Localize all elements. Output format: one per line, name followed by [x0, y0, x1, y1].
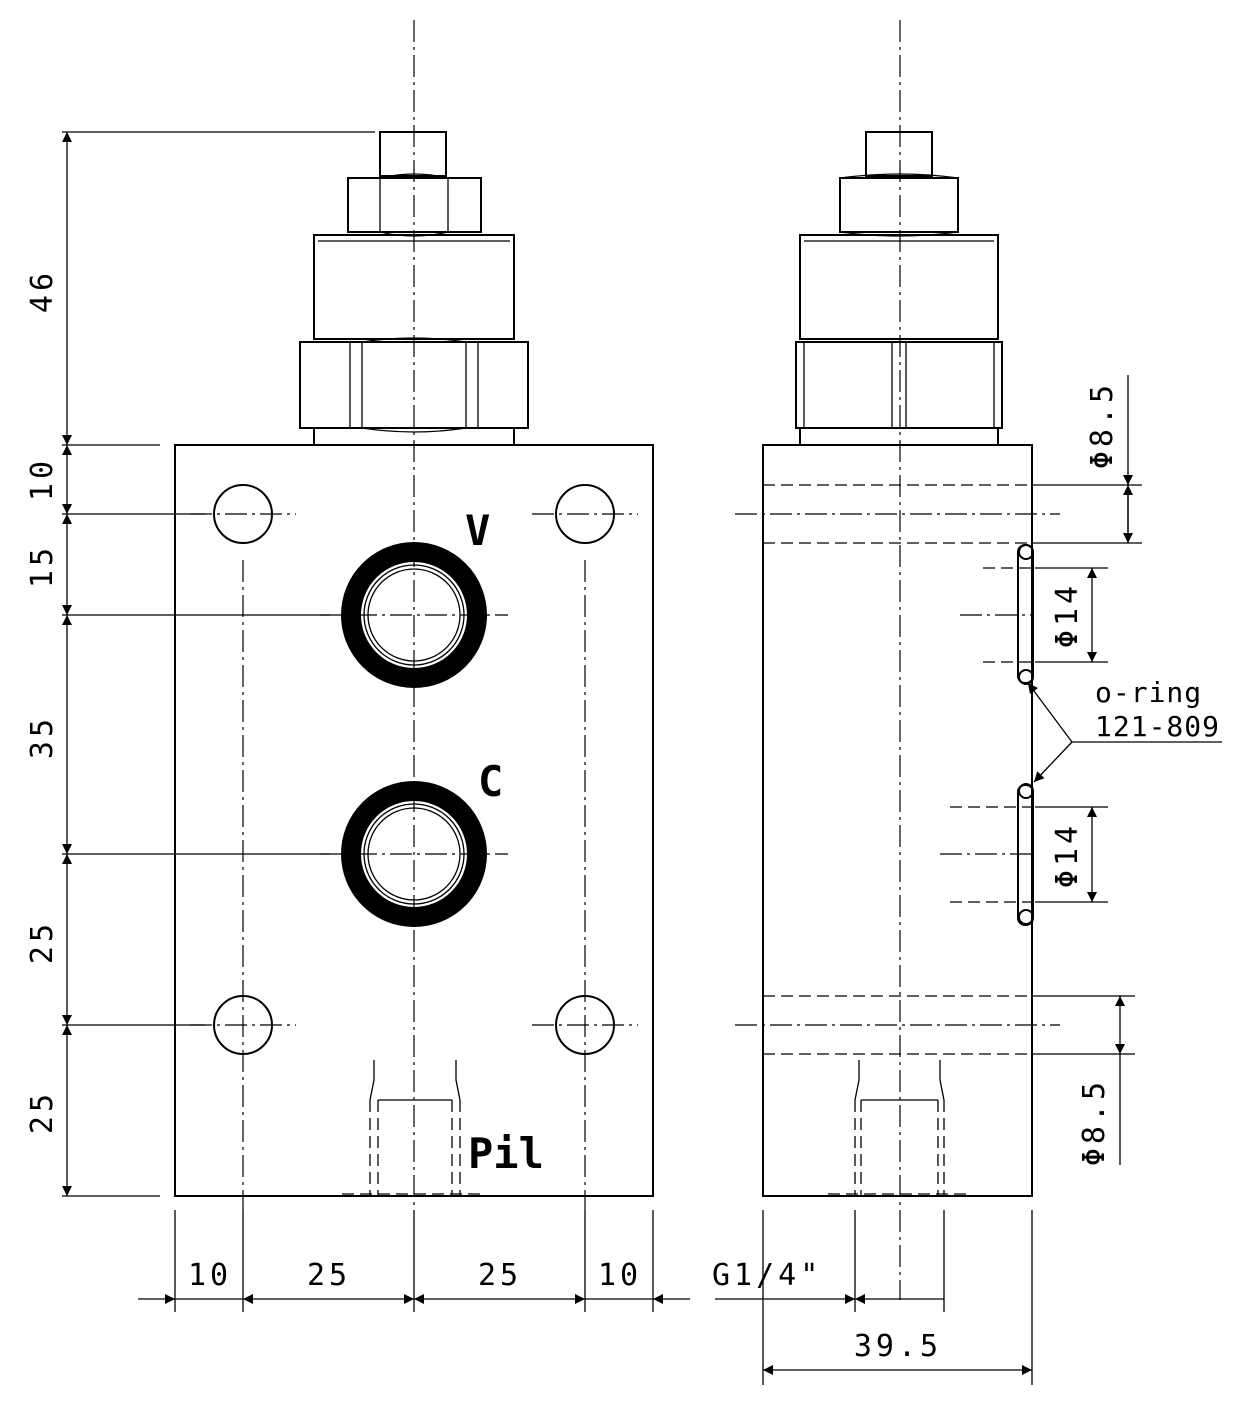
front-adjust-screw [379, 131, 447, 177]
dim-15: 15 [25, 544, 60, 588]
side-dim-oring-top: Φ14 [1035, 567, 1108, 663]
port-c [320, 781, 508, 927]
port-label-v: V [465, 506, 490, 555]
port-label-c: C [478, 757, 503, 806]
side-bottom-hole-hidden [735, 995, 1060, 1055]
side-adjust-screw [865, 131, 933, 177]
dim-25-lower: 25 [25, 1090, 60, 1134]
front-hex-nut [299, 337, 529, 446]
side-top-hole-hidden [735, 484, 1060, 544]
dim-oring-bottom: Φ14 [1050, 822, 1085, 888]
front-vertical-dimensions: 46 10 15 35 25 25 [25, 131, 375, 1197]
dim-35: 35 [25, 715, 60, 759]
front-view: V C Pil 46 10 15 35 25 25 [25, 20, 690, 1312]
dim-hole-bottom: Φ8.5 [1077, 1078, 1112, 1166]
mounting-hole-top-right [532, 484, 638, 544]
side-dim-oring-bottom: Φ14 [1035, 806, 1108, 903]
side-oring-bottom [940, 783, 1034, 926]
dim-oring-top: Φ14 [1050, 582, 1085, 648]
oring-leader: o-ring 121-809 [1027, 676, 1222, 783]
oring-note-line1: o-ring [1095, 676, 1202, 709]
mounting-hole-top-left [190, 484, 296, 544]
dim-10-vertical: 10 [25, 457, 60, 501]
oring-note-line2: 121-809 [1095, 710, 1220, 743]
side-dim-hole-bottom: Φ8.5 [1032, 995, 1135, 1166]
dim-thread: G1/4" [712, 1258, 822, 1293]
dim-10-left: 10 [188, 1258, 232, 1293]
side-pilot-port-hidden [828, 1060, 972, 1196]
dim-hole-top: Φ8.5 [1085, 381, 1120, 469]
port-label-pil: Pil [468, 1129, 544, 1178]
front-cartridge-body [313, 234, 515, 340]
port-v [320, 542, 508, 688]
side-cartridge-body [799, 234, 999, 340]
side-valve-body [762, 444, 1033, 1197]
pilot-port-hidden [342, 1060, 486, 1196]
side-hex-nut [795, 341, 1003, 446]
dim-25-left: 25 [307, 1258, 351, 1293]
dim-width: 39.5 [854, 1329, 942, 1364]
side-oring-top [960, 544, 1034, 685]
side-lock-nut [839, 173, 959, 237]
side-bottom-dimensions: G1/4" 39.5 [712, 1210, 1033, 1385]
front-horizontal-dimensions: 10 25 25 10 [138, 1210, 690, 1312]
dim-25-upper: 25 [25, 920, 60, 964]
dim-10-right: 10 [598, 1258, 642, 1293]
dim-25-right: 25 [478, 1258, 522, 1293]
dim-46: 46 [25, 269, 60, 313]
side-dim-hole-top: Φ8.5 [1032, 375, 1142, 544]
side-view: Φ8.5 Φ14 Φ14 Φ8.5 o-ring [712, 20, 1222, 1385]
